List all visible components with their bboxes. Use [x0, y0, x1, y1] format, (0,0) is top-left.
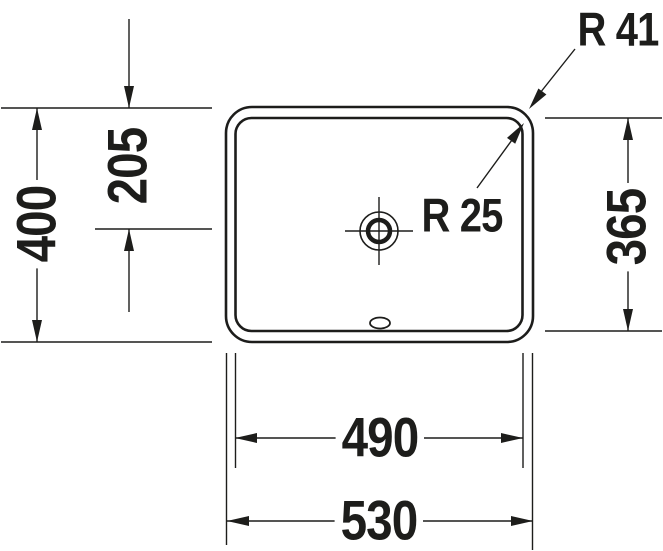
arrow-r41-leader	[529, 88, 547, 109]
arrow-490-left	[235, 433, 257, 443]
dimension-label-tap-hole-offset: 205	[95, 127, 159, 205]
radius-label-outer-corner: R 41	[577, 2, 660, 56]
arrow-205-up	[124, 229, 134, 251]
arrowheads	[32, 86, 633, 526]
dimension-label-overall-depth: 400	[5, 179, 68, 269]
arrow-365-down	[623, 309, 633, 331]
basin-inner-outline	[234, 116, 524, 333]
leader-line-r25	[476, 139, 513, 189]
basin-outer-outline	[224, 105, 535, 344]
arrow-530-left	[227, 516, 249, 526]
overflow-slot	[369, 316, 391, 330]
arrow-490-right	[501, 433, 523, 443]
arrow-400-down	[32, 320, 42, 342]
dimension-label-inner-width: 490	[335, 408, 425, 468]
arrow-400-up	[32, 108, 42, 130]
tap-hole-symbol	[345, 197, 413, 265]
arrow-530-right	[511, 516, 533, 526]
arrow-205-down	[124, 86, 134, 108]
leader-line-r41	[539, 48, 576, 94]
dimension-label-overall-width: 530	[334, 491, 424, 551]
arrow-365-up	[623, 118, 633, 140]
dimension-label-inner-depth: 365	[595, 182, 658, 272]
arrow-r25-leader	[507, 123, 524, 144]
bottom-extension-lines	[225, 353, 534, 550]
radius-label-inner-corner: R 25	[421, 188, 504, 242]
